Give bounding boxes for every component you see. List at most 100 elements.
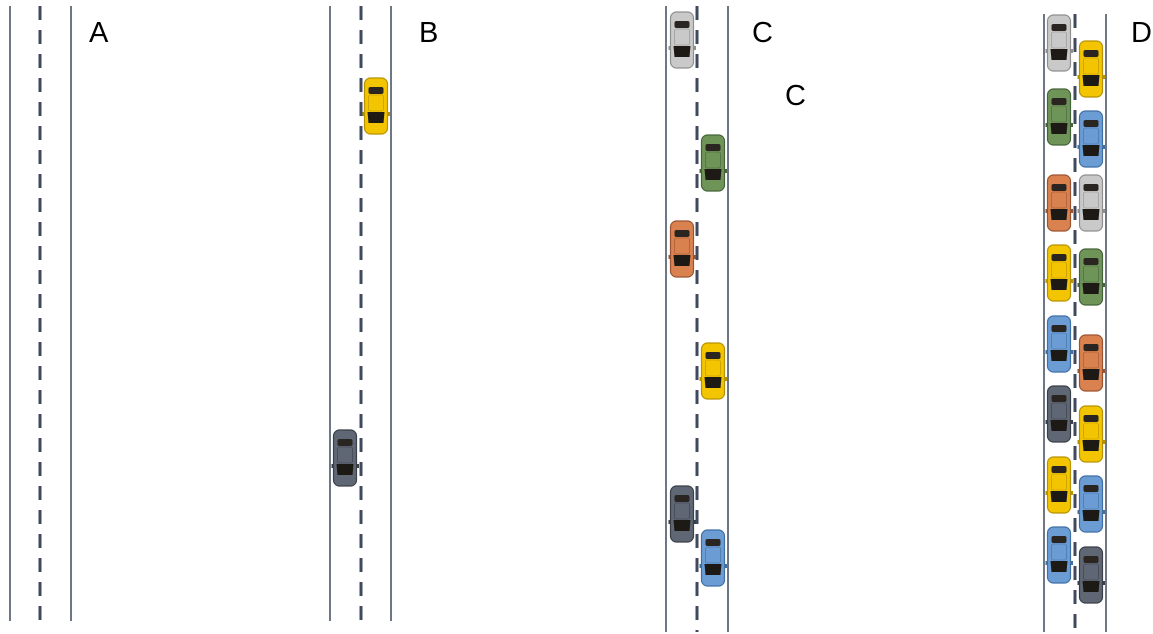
car-rear-window xyxy=(1083,556,1099,563)
panel-d: D xyxy=(1043,14,1152,632)
car-yellow-icon xyxy=(1077,40,1105,98)
car-light-gray-icon xyxy=(1077,174,1105,232)
car-orange-icon xyxy=(668,220,696,278)
car-rear-window xyxy=(1051,24,1067,31)
panel-b-cars xyxy=(331,77,390,487)
car-mirror xyxy=(1102,440,1105,444)
car-roof xyxy=(1051,105,1067,123)
car-mirror xyxy=(1070,491,1073,495)
car-blue-icon xyxy=(1077,110,1105,168)
car-yellow-icon xyxy=(699,342,727,400)
car-mirror xyxy=(668,255,671,259)
car-windshield xyxy=(1050,123,1068,134)
panel-b-label: B xyxy=(419,17,438,49)
car-roof xyxy=(337,446,353,464)
car-windshield xyxy=(1082,283,1100,294)
car-roof xyxy=(1083,563,1099,581)
car-mirror xyxy=(1045,350,1048,354)
car-yellow-icon xyxy=(362,77,390,135)
car-mirror xyxy=(1077,209,1080,213)
car-mirror xyxy=(1077,75,1080,79)
car-mirror xyxy=(668,520,671,524)
car-mirror xyxy=(1045,279,1048,283)
car-roof xyxy=(1083,57,1099,75)
car-mirror xyxy=(1045,123,1048,127)
car-mirror xyxy=(1070,420,1073,424)
car-rear-window xyxy=(674,495,690,502)
car-mirror xyxy=(1102,510,1105,514)
car-roof xyxy=(1083,265,1099,283)
car-light-gray-icon xyxy=(668,11,696,69)
car-rear-window xyxy=(1051,325,1067,332)
car-blue-icon xyxy=(1045,315,1073,373)
car-roof xyxy=(705,151,721,169)
car-yellow-icon xyxy=(1077,405,1105,463)
car-mirror xyxy=(1077,369,1080,373)
car-mirror xyxy=(699,169,702,173)
panel-d-label: D xyxy=(1131,17,1152,49)
car-rear-window xyxy=(705,539,721,546)
car-mirror xyxy=(724,377,727,381)
car-roof xyxy=(705,359,721,377)
car-mirror xyxy=(1045,561,1048,565)
car-dark-gray-icon xyxy=(668,485,696,543)
panel-c: C C xyxy=(665,6,806,632)
car-dark-gray-icon xyxy=(1077,546,1105,604)
car-mirror xyxy=(1070,123,1073,127)
car-rear-window xyxy=(674,21,690,28)
car-mirror xyxy=(1070,49,1073,53)
car-rear-window xyxy=(1051,395,1067,402)
car-windshield xyxy=(1050,491,1068,502)
car-windshield xyxy=(1082,369,1100,380)
car-rear-window xyxy=(337,439,353,446)
car-mirror xyxy=(331,464,334,468)
car-roof xyxy=(674,237,690,255)
car-windshield xyxy=(1082,581,1100,592)
car-roof xyxy=(1083,191,1099,209)
car-mirror xyxy=(693,255,696,259)
car-blue-icon xyxy=(1045,526,1073,584)
car-roof xyxy=(1083,351,1099,369)
car-mirror xyxy=(724,169,727,173)
car-rear-window xyxy=(368,87,384,94)
car-roof xyxy=(1051,31,1067,49)
car-mirror xyxy=(693,520,696,524)
car-rear-window xyxy=(705,144,721,151)
car-mirror xyxy=(1045,49,1048,53)
car-windshield xyxy=(1082,145,1100,156)
car-roof xyxy=(674,502,690,520)
car-roof xyxy=(1051,332,1067,350)
car-mirror xyxy=(1070,209,1073,213)
car-roof xyxy=(1083,127,1099,145)
car-dark-gray-icon xyxy=(331,429,359,487)
car-mirror xyxy=(1102,581,1105,585)
car-mirror xyxy=(1077,581,1080,585)
car-mirror xyxy=(1045,420,1048,424)
car-rear-window xyxy=(1051,536,1067,543)
car-windshield xyxy=(1082,510,1100,521)
panel-b: B xyxy=(329,6,438,621)
panel-a: A xyxy=(9,6,109,621)
car-mirror xyxy=(1077,283,1080,287)
car-windshield xyxy=(673,520,691,531)
car-windshield xyxy=(704,169,722,180)
car-windshield xyxy=(1050,350,1068,361)
car-mirror xyxy=(387,112,390,116)
car-mirror xyxy=(1045,209,1048,213)
car-green-icon xyxy=(699,134,727,192)
car-mirror xyxy=(1102,145,1105,149)
car-windshield xyxy=(367,112,385,123)
car-roof xyxy=(1051,402,1067,420)
car-mirror xyxy=(699,377,702,381)
car-mirror xyxy=(362,112,365,116)
car-roof xyxy=(674,28,690,46)
panel-a-label: A xyxy=(89,17,109,49)
car-roof xyxy=(1051,191,1067,209)
car-mirror xyxy=(1102,369,1105,373)
car-windshield xyxy=(704,377,722,388)
car-rear-window xyxy=(1083,344,1099,351)
car-mirror xyxy=(1070,561,1073,565)
car-windshield xyxy=(1050,209,1068,220)
car-windshield xyxy=(673,46,691,57)
